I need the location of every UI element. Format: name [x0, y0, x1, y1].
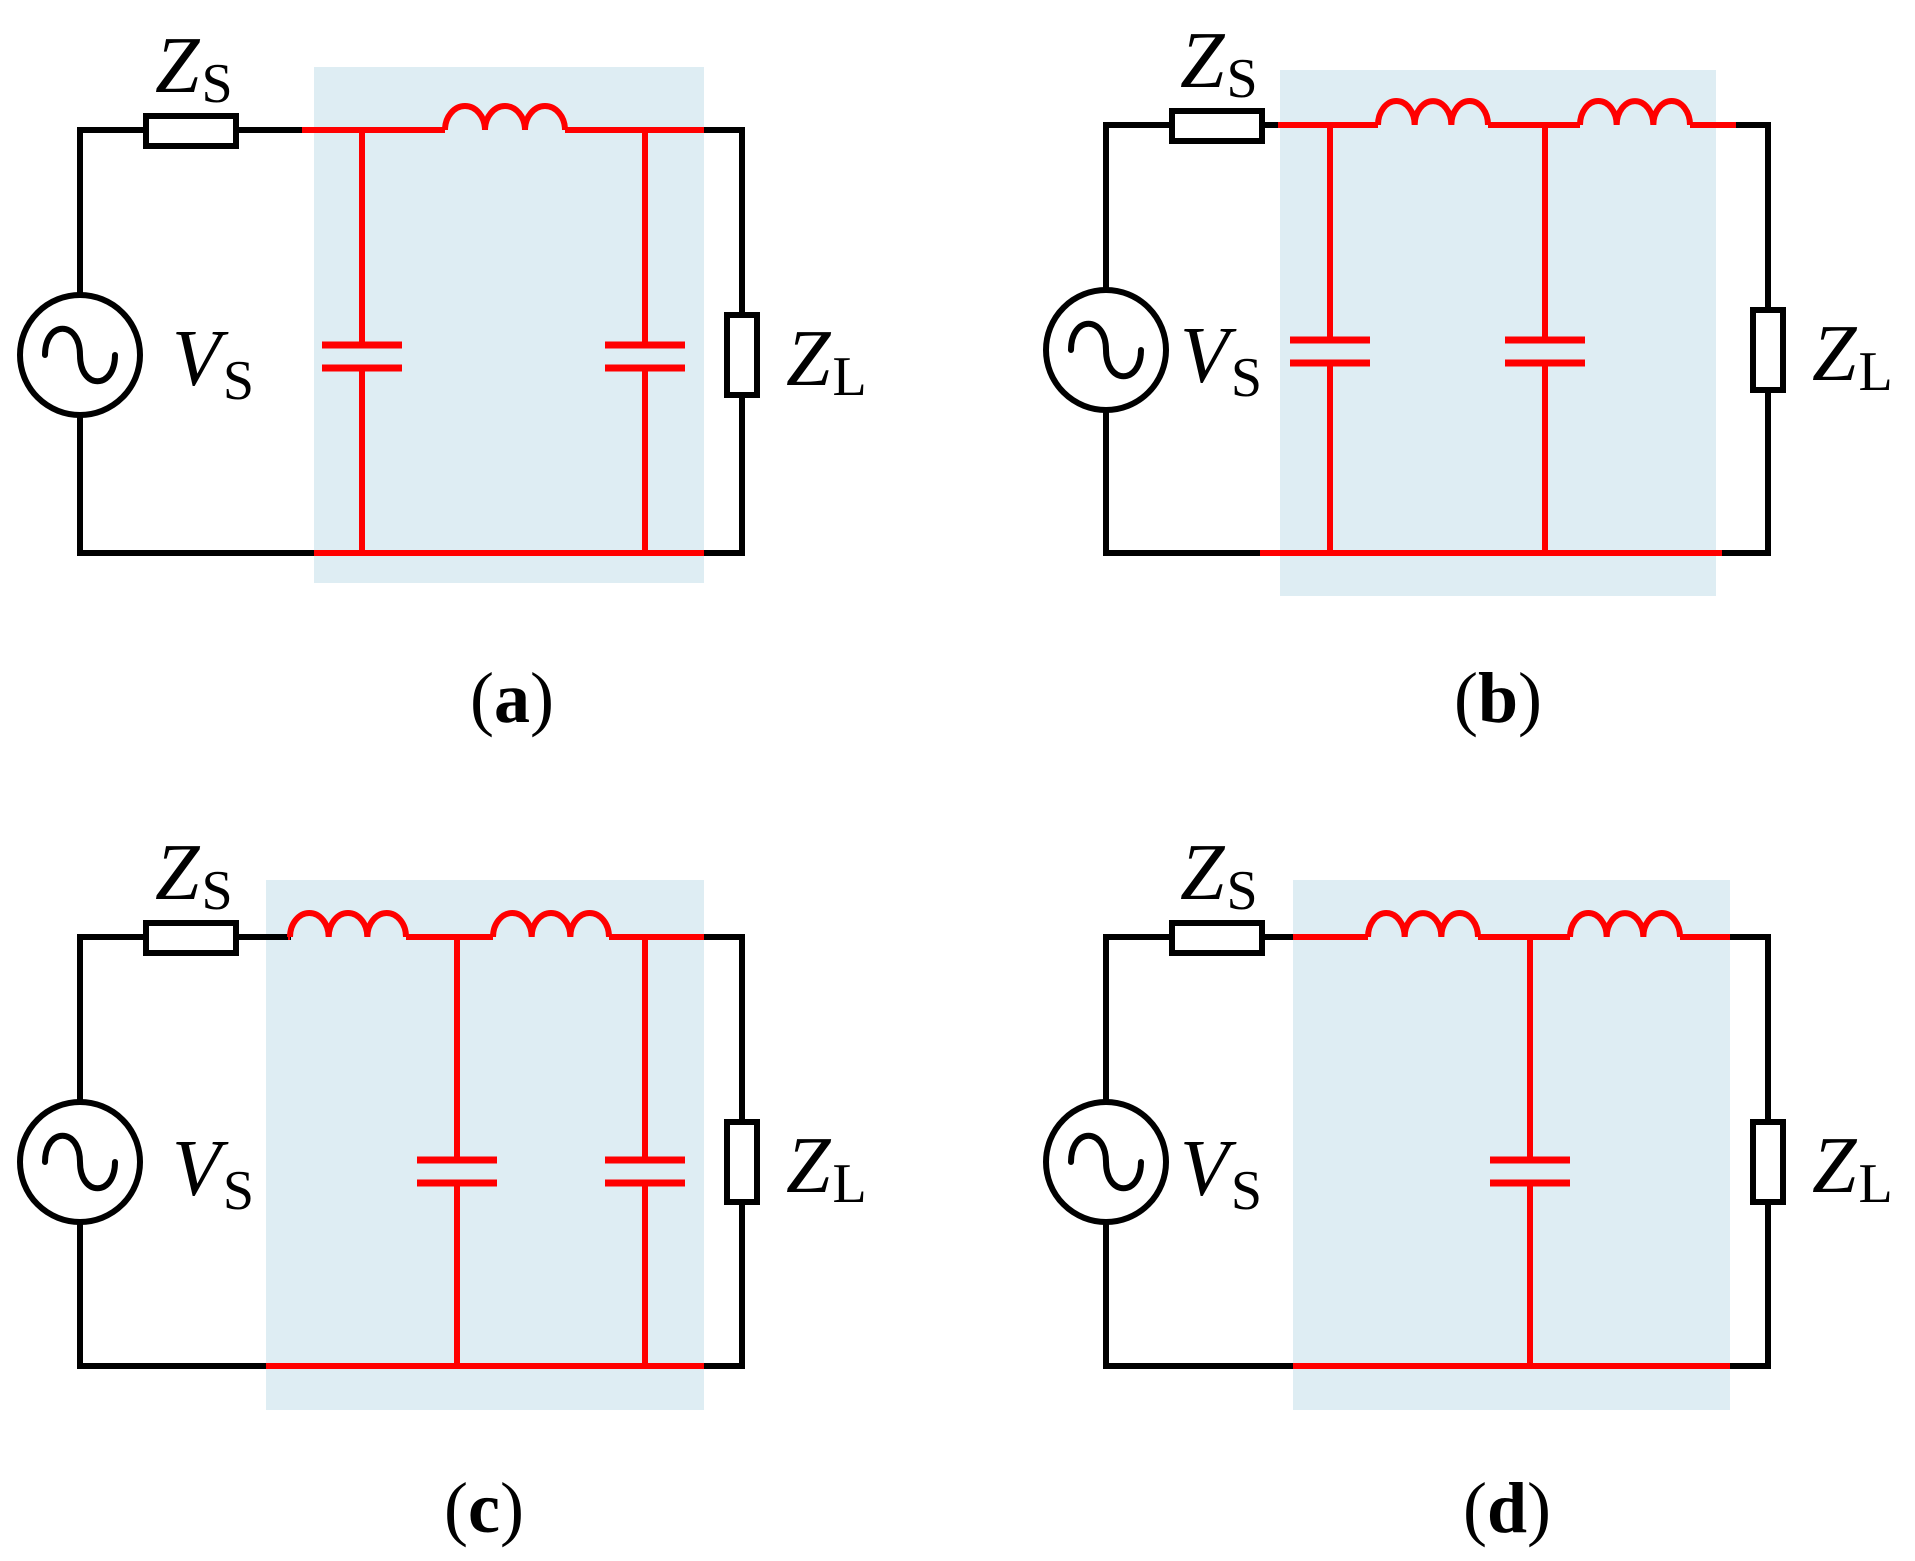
source-voltage-label: VS	[172, 1125, 254, 1222]
inductor-coil-icon	[1567, 910, 1683, 938]
filter-region-b	[1280, 70, 1716, 596]
inductor-coil-icon	[287, 910, 409, 938]
capacitor-icon	[605, 341, 685, 372]
impedance-box-icon	[1750, 307, 1786, 393]
caption-b: (b)	[1454, 658, 1542, 738]
source-wire-d	[1103, 934, 1296, 1369]
load-wire-c	[701, 934, 745, 1369]
inductor-coil-icon	[1577, 98, 1693, 126]
filter-region-d	[1293, 880, 1730, 1410]
load-impedance-label: ZL	[786, 315, 867, 408]
filter-wire-c	[266, 934, 704, 1369]
load-wire-d	[1727, 934, 1771, 1369]
sine-wave-icon	[1068, 1132, 1144, 1192]
source-wire-a	[77, 127, 317, 556]
capacitor-icon	[417, 1156, 497, 1187]
sine-wave-icon	[1068, 320, 1144, 380]
caption-a: (a)	[470, 658, 554, 738]
impedance-box-icon	[143, 113, 239, 149]
source-voltage-label: VS	[1180, 1125, 1262, 1222]
impedance-box-icon	[1169, 920, 1265, 956]
panel-c: ZS VS ZL (c)	[17, 829, 867, 1548]
capacitor-icon	[1290, 336, 1370, 367]
inductor-coil-icon	[1375, 98, 1491, 126]
caption-c: (c)	[444, 1468, 524, 1548]
impedance-box-icon	[1750, 1119, 1786, 1205]
sine-wave-icon	[42, 1132, 118, 1192]
impedance-box-icon	[724, 1119, 760, 1205]
source-voltage-label: VS	[1180, 312, 1262, 409]
load-wire-a	[701, 127, 745, 556]
impedance-box-icon	[1169, 108, 1265, 144]
load-impedance-label: ZL	[1812, 1122, 1893, 1215]
capacitor-icon	[1505, 336, 1585, 367]
source-wire-c	[77, 934, 291, 1369]
impedance-box-icon	[724, 312, 760, 398]
source-impedance-label: ZS	[1180, 829, 1258, 922]
panel-d: ZS VS ZL (d)	[1043, 829, 1893, 1548]
source-wire-b	[1103, 122, 1281, 556]
load-impedance-label: ZL	[1812, 310, 1893, 403]
inductor-coil-icon	[490, 910, 612, 938]
load-impedance-label: ZL	[786, 1122, 867, 1215]
filter-region-a	[314, 67, 704, 583]
panel-b: ZS VS ZL (b)	[1043, 17, 1893, 738]
caption-d: (d)	[1463, 1468, 1551, 1548]
inductor-coil-icon	[1365, 910, 1481, 938]
filter-wire-b	[1260, 122, 1736, 556]
filter-region-c	[266, 880, 704, 1410]
filter-wire-d	[1293, 934, 1730, 1369]
capacitor-icon	[322, 341, 402, 372]
inductor-coil-icon	[442, 103, 568, 131]
source-voltage-label: VS	[172, 315, 254, 412]
source-impedance-label: ZS	[1180, 17, 1258, 110]
load-wire-b	[1717, 122, 1771, 556]
source-impedance-label: ZS	[155, 829, 233, 922]
panel-a: ZS VS ZL (a)	[17, 22, 867, 738]
source-impedance-label: ZS	[155, 22, 233, 115]
capacitor-icon	[605, 1156, 685, 1187]
capacitor-icon	[1490, 1156, 1570, 1187]
impedance-box-icon	[143, 920, 239, 956]
sine-wave-icon	[42, 325, 118, 385]
filter-wire-a	[302, 127, 704, 556]
